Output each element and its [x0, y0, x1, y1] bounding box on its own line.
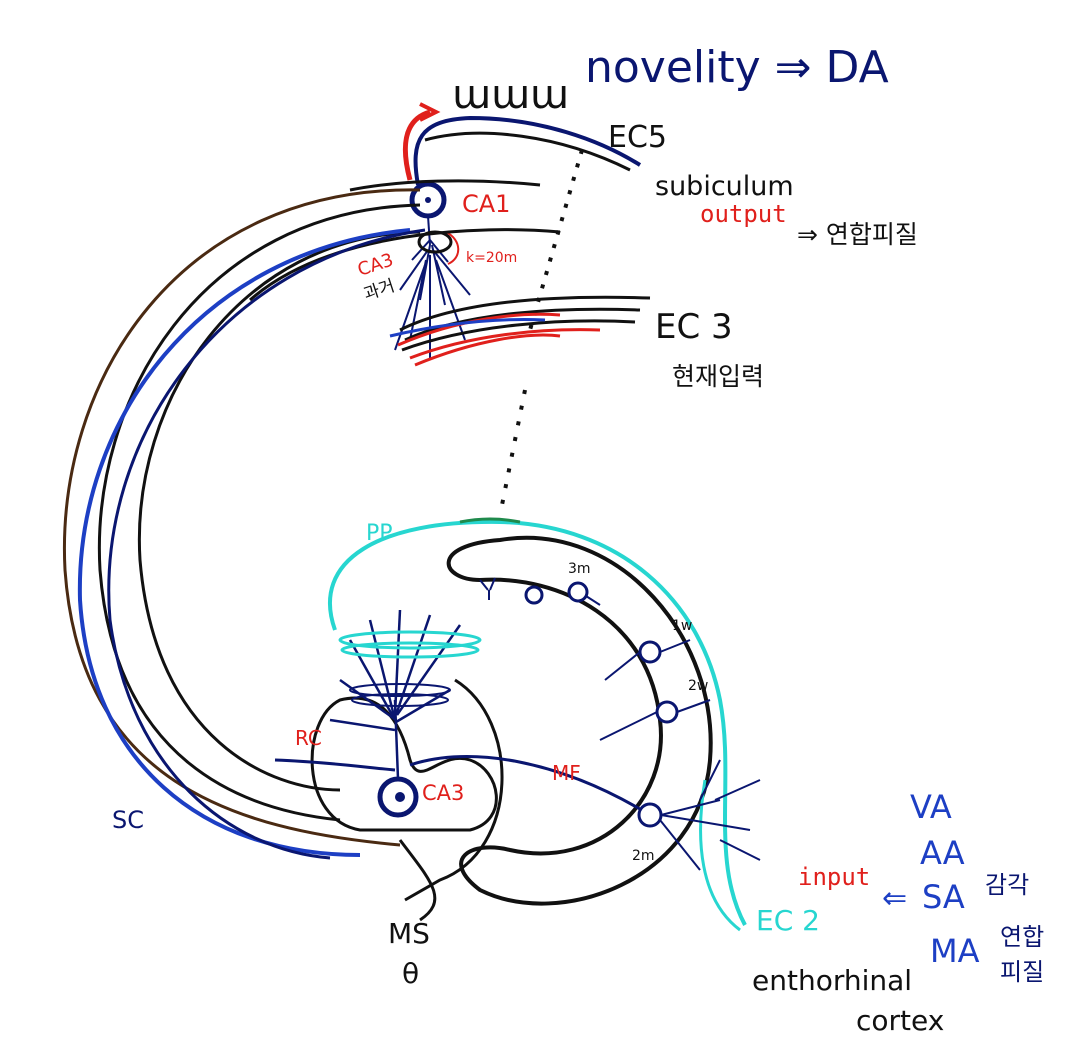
medial-septum-input — [398, 839, 437, 922]
input-label: input — [798, 863, 870, 891]
subiculum-fiber — [424, 131, 631, 172]
label-2w: 2w — [688, 678, 708, 694]
k-bracket — [445, 231, 460, 265]
modality-sa: SA — [922, 878, 965, 916]
rc-label: RC — [295, 726, 322, 750]
ms-label: MS — [388, 917, 430, 950]
modality-list: VA AA ⇐ SA 감각 MA 연합 피질 — [882, 788, 1044, 986]
theta-label: θ — [402, 957, 419, 990]
perforant-path-green-segment — [459, 517, 521, 524]
schaffer-collateral-2 — [107, 228, 426, 860]
past-label: 과거 — [361, 276, 397, 305]
ms-pathway — [404, 678, 504, 902]
schaffer-collateral — [77, 228, 411, 857]
ca3-dendrites — [329, 609, 462, 780]
outer-tract-brown — [62, 188, 421, 847]
output-label: output — [700, 200, 787, 228]
modality-ma: MA — [930, 932, 980, 970]
ec3-label: EC 3 — [655, 307, 733, 347]
current-input-label: 현재입력 — [672, 362, 764, 391]
perforant-path-branch — [699, 779, 741, 932]
title-novelty-da: novelity ⇒ DA — [585, 42, 889, 93]
granule-cell-3m — [567, 581, 589, 603]
ec3-fiber-bundle — [389, 295, 651, 367]
spike-train: ɯɯɯ — [452, 72, 569, 118]
top-region: ɯɯɯ EC5 subiculum output ⇒ 연합피질 CA1 k=20 — [355, 72, 918, 516]
ca1-to-ec5-axon — [413, 115, 642, 186]
pp-synapse-bundle — [338, 630, 482, 659]
dentate-gyrus-outline — [446, 536, 713, 906]
dashed-guide-top — [528, 149, 584, 331]
ca3-mossy-contacts — [349, 683, 451, 707]
association-line2: 피질 — [1000, 958, 1044, 986]
mossy-fiber — [409, 755, 651, 817]
sensory-label: 감각 — [985, 871, 1029, 899]
dashed-guide-middle — [498, 389, 527, 516]
granule-cell-1 — [524, 585, 544, 605]
granule-cell-2w — [655, 700, 679, 724]
ca3-pocket-outline — [310, 696, 498, 832]
recurrent-collateral — [274, 758, 396, 772]
ec5-label: EC5 — [608, 120, 667, 155]
mf-label: MF — [552, 761, 581, 785]
ca3-nucleus — [395, 792, 405, 802]
dentate-region — [310, 536, 713, 922]
ec2-label: EC 2 — [756, 904, 820, 937]
modality-aa: AA — [920, 834, 965, 872]
k-label: k=20m — [466, 250, 517, 266]
ca1-label: CA1 — [462, 190, 510, 218]
association-cortex-label: ⇒ 연합피질 — [797, 220, 918, 249]
pp-label: PP — [366, 521, 393, 546]
long-tracts — [62, 179, 561, 860]
ca1-arc-top — [349, 179, 541, 192]
association-line1: 연합 — [1000, 923, 1044, 951]
ca3-label: CA3 — [422, 781, 464, 805]
modality-va: VA — [910, 788, 952, 826]
subiculum-label: subiculum — [655, 171, 794, 202]
perforant-path — [328, 519, 747, 926]
granule-cell-1w — [638, 640, 662, 664]
ca1-output-arrowhead — [419, 102, 441, 122]
entorhinal-label-line2: cortex — [856, 1004, 944, 1037]
ca1-nucleus — [425, 197, 431, 203]
outer-tract-black — [97, 203, 421, 822]
granule-dendrites — [479, 577, 761, 871]
granule-cell-2m — [637, 802, 663, 828]
inner-tract-black — [137, 230, 421, 792]
label-3m: 3m — [568, 561, 591, 577]
entorhinal-label-line1: enthorhinal — [752, 964, 912, 997]
sc-label: SC — [112, 806, 144, 834]
label-1w: 1w — [672, 618, 692, 634]
modality-arrow: ⇐ — [882, 881, 907, 916]
label-2m: 2m — [632, 848, 655, 864]
ca1-output-arrow — [403, 109, 431, 181]
ca1-arc-black — [249, 228, 561, 302]
